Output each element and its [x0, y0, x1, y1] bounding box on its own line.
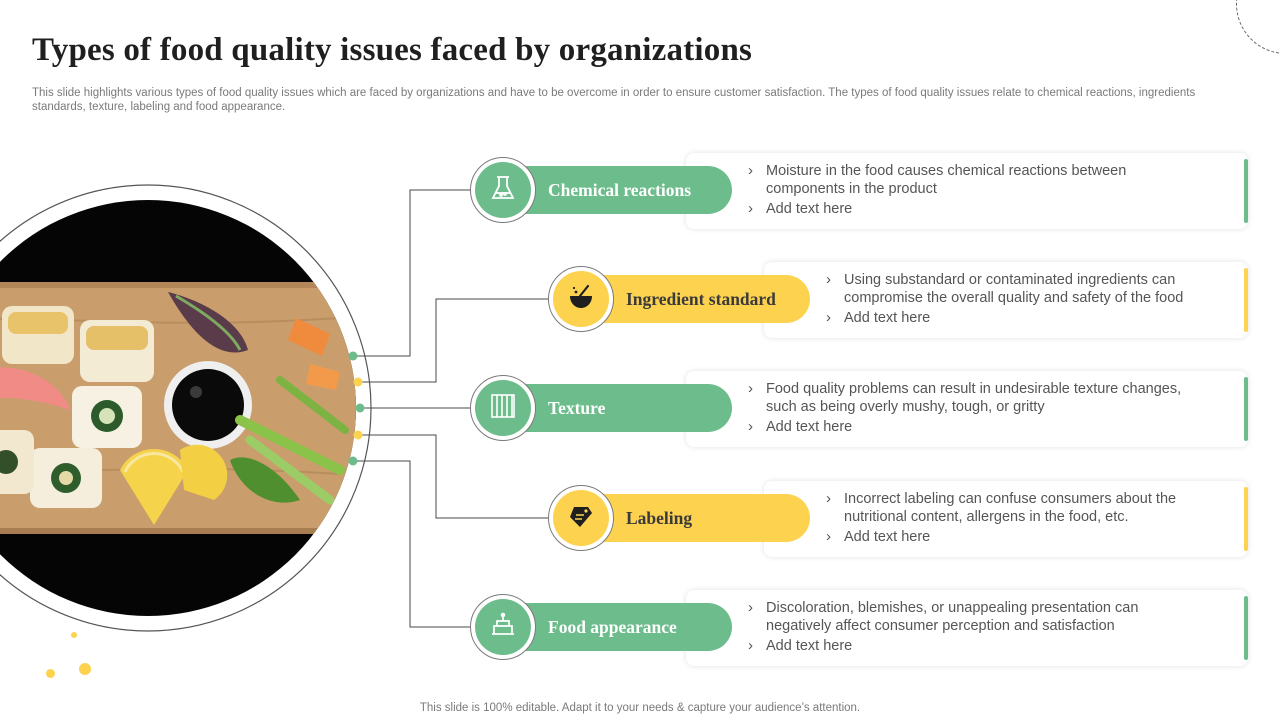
bullet-text: Add text here — [748, 418, 1188, 436]
icon-badge — [470, 157, 536, 223]
connector-dot — [348, 456, 358, 466]
bullet-text: Using substandard or contaminated ingred… — [826, 271, 1188, 307]
connector-dot — [353, 430, 363, 440]
mixing-bowl-icon — [566, 282, 596, 317]
card-accent-bar — [1244, 487, 1248, 551]
icon-badge — [548, 266, 614, 332]
bullet-text: Add text here — [826, 309, 1188, 327]
icon-badge — [470, 375, 536, 441]
icon-badge — [470, 594, 536, 660]
category-label: Food appearance — [548, 616, 677, 637]
texture-grid-icon — [489, 392, 517, 425]
connector-dot — [348, 351, 358, 361]
bullet-text: Add text here — [826, 528, 1188, 546]
decorative-dot — [79, 663, 91, 675]
chemistry-flask-icon — [488, 173, 518, 208]
card-accent-bar — [1244, 377, 1248, 441]
bullet-text: Discoloration, blemishes, or unappealing… — [748, 599, 1188, 635]
description-card-chemical-reactions: Moisture in the food causes chemical rea… — [686, 153, 1248, 229]
connector-dot — [353, 377, 363, 387]
food-presentation-icon — [488, 610, 518, 645]
bullet-text: Food quality problems can result in unde… — [748, 380, 1188, 416]
slide-title: Types of food quality issues faced by or… — [32, 32, 753, 68]
description-card-ingredient-standard: Using substandard or contaminated ingred… — [764, 262, 1248, 338]
category-label: Ingredient standard — [626, 288, 776, 309]
bullet-text: Moisture in the food causes chemical rea… — [748, 162, 1188, 198]
bullet-text: Incorrect labeling can confuse consumers… — [826, 490, 1188, 526]
bullet-text: Add text here — [748, 200, 1188, 218]
label-box-icon — [566, 501, 596, 536]
description-card-food-appearance: Discoloration, blemishes, or unappealing… — [686, 590, 1248, 666]
category-label: Chemical reactions — [548, 179, 692, 200]
card-accent-bar — [1244, 268, 1248, 332]
decorative-dot — [71, 632, 77, 638]
connector-dot — [355, 403, 365, 413]
description-card-labeling: Incorrect labeling can confuse consumers… — [764, 481, 1248, 557]
decorative-dot — [46, 669, 55, 678]
slide-subtitle: This slide highlights various types of f… — [32, 87, 1196, 113]
category-label: Labeling — [626, 507, 693, 528]
card-accent-bar — [1244, 159, 1248, 223]
category-label: Texture — [548, 397, 606, 418]
description-card-texture: Food quality problems can result in unde… — [686, 371, 1248, 447]
card-accent-bar — [1244, 596, 1248, 660]
icon-badge — [548, 485, 614, 551]
bullet-text: Add text here — [748, 637, 1188, 655]
slide-footer: This slide is 100% editable. Adapt it to… — [419, 702, 861, 714]
